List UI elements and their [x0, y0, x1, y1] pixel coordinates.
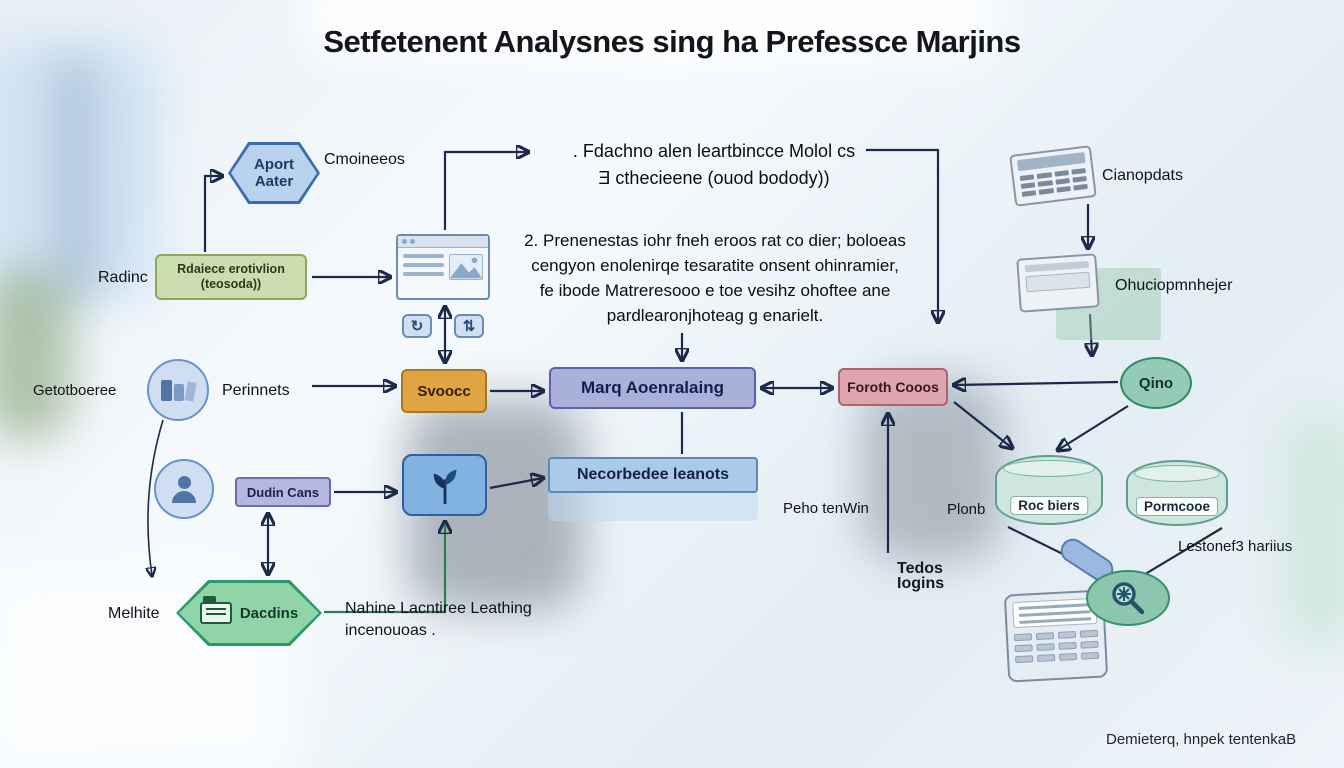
person-agent-icon: [154, 459, 214, 519]
reader-keys: [1013, 629, 1100, 664]
ohuciopmnhejer-label: Ohuciopmnhejer: [1115, 277, 1233, 294]
iogins-line: Iogins: [897, 575, 945, 592]
step2-text: 2. Prenenestas iohr fneh eroos rat co di…: [500, 228, 930, 328]
dacdins-badge: Dacdins: [176, 580, 322, 646]
page-title: Setfetenent Analysnes sing ha Prefessce …: [323, 24, 1021, 59]
background-ceiling-light: [300, 0, 1000, 60]
reader-screen: [1012, 597, 1098, 629]
step2-line4: pardlearonjhoteag g enarielt.: [606, 306, 824, 325]
calculator-icon: [1009, 145, 1097, 207]
arrow-greenbox-to-badge: [203, 176, 222, 252]
tedos-iogins-label: Tedos Iogins: [897, 560, 945, 592]
magnifier-gear-icon: [1086, 570, 1170, 626]
step1-line2: Ǝ cthecieene (ouod bodody)): [598, 168, 830, 188]
roc-biers-label: Roc biers: [1010, 496, 1088, 515]
dudin-cans-box: Dudin Cans: [235, 477, 331, 507]
step1-text: . Fdachno alen leartbincce Molol cs Ǝ ct…: [544, 138, 884, 192]
browser-text-lines: [403, 254, 444, 280]
arrow-browser-to-step1: [443, 152, 528, 230]
aport-badge-fill: [231, 145, 317, 201]
printer-face: [1025, 271, 1091, 293]
foroth-cooos-box: Foroth Cooos: [838, 368, 948, 406]
aport-badge-line2: Aater: [254, 173, 294, 190]
magnifier-glyph: [1112, 582, 1145, 615]
machine-learning-text: Nahine Lacntiree Leathing incenouoas .: [345, 598, 575, 642]
step2-line2: cengyon enolenirqe tesaratite onsent ohi…: [531, 256, 899, 275]
peho-tenwin-label: Peho tenWin: [783, 500, 869, 517]
cmoineeos-label: Cmoineeos: [324, 151, 405, 168]
background-plant: [0, 270, 72, 440]
swap-glyph: ⇅: [462, 318, 476, 335]
pormcooe-cylinder: Pormcooe: [1126, 460, 1228, 526]
necorbedee-underpanel: [548, 493, 758, 521]
svoocc-box: Svoocc: [401, 369, 487, 413]
background-glass-panel: [1280, 410, 1344, 650]
book-spine-icon: [184, 380, 197, 402]
background-office-chair-right: [862, 380, 1002, 560]
radinc-label: Radinc: [98, 269, 148, 286]
browser-window-icon: [396, 234, 490, 300]
browser-titlebar: [398, 236, 488, 248]
pormcooe-label: Pormcooe: [1135, 497, 1219, 516]
roc-biers-cylinder: Roc biers: [995, 455, 1103, 525]
perinnets-label: Perinnets: [222, 382, 290, 399]
plant-icon: [402, 454, 487, 516]
plant-glyph: [433, 469, 456, 504]
step2-line1: 2. Prenenestas iohr fneh eroos rat co di…: [524, 231, 906, 250]
necorbedee-leanots-box: Necorbedee leanots: [548, 457, 758, 493]
qino-oval: Qino: [1120, 357, 1192, 409]
swap-icon: ⇅: [454, 314, 484, 338]
books-icon: [147, 359, 209, 421]
ml-line1: Nahine Lacntiree Leathing: [345, 600, 532, 617]
aport-badge-line1: Aport: [254, 156, 294, 173]
folder-icon: [199, 596, 232, 624]
lestonef-label: Lestonef3 hariius: [1178, 538, 1293, 555]
rdaiece-box: Rdaiece erotivlion (teosoda)): [155, 254, 307, 300]
rdaiece-line2: (teosoda)): [200, 277, 262, 291]
rdaiece-line1: Rdaiece erotivlion: [177, 262, 285, 276]
printer-slot: [1024, 260, 1090, 273]
printer-icon: [1016, 253, 1100, 313]
background-window-frame: [60, 60, 90, 300]
arrow-qino-to-cylinder: [1058, 405, 1129, 450]
melhite-label: Melhite: [108, 605, 160, 622]
person-head-icon: [177, 475, 191, 489]
dacdins-label: Dacdins: [239, 604, 299, 622]
tedos-line: Tedos: [897, 560, 943, 577]
plonb-label: Plonb: [947, 501, 986, 518]
book-spine-icon: [174, 383, 184, 401]
browser-image-placeholder-icon: [449, 254, 483, 280]
getotboeree-label: Getotboeree: [33, 382, 117, 399]
footer-caption: Demieterq, hnpek tentenkaB: [1106, 731, 1297, 748]
step1-line1: . Fdachno alen leartbincce Molol cs: [572, 141, 856, 161]
refresh-glyph: ↻: [410, 318, 424, 335]
step2-line3: fe ibode Matreresooo e toe vesihz ohofte…: [539, 281, 891, 300]
refresh-icon: ↻: [402, 314, 432, 338]
cianopdats-label: Cianopdats: [1102, 167, 1183, 184]
calculator-keys: [1014, 167, 1094, 197]
aport-aater-badge: Aport Aater: [228, 142, 320, 204]
person-body-icon: [172, 490, 196, 503]
ml-line2: incenouoas .: [345, 622, 436, 639]
book-spine-icon: [161, 379, 172, 401]
marq-aoenralaing-box: Marq Aoenralaing: [549, 367, 756, 409]
